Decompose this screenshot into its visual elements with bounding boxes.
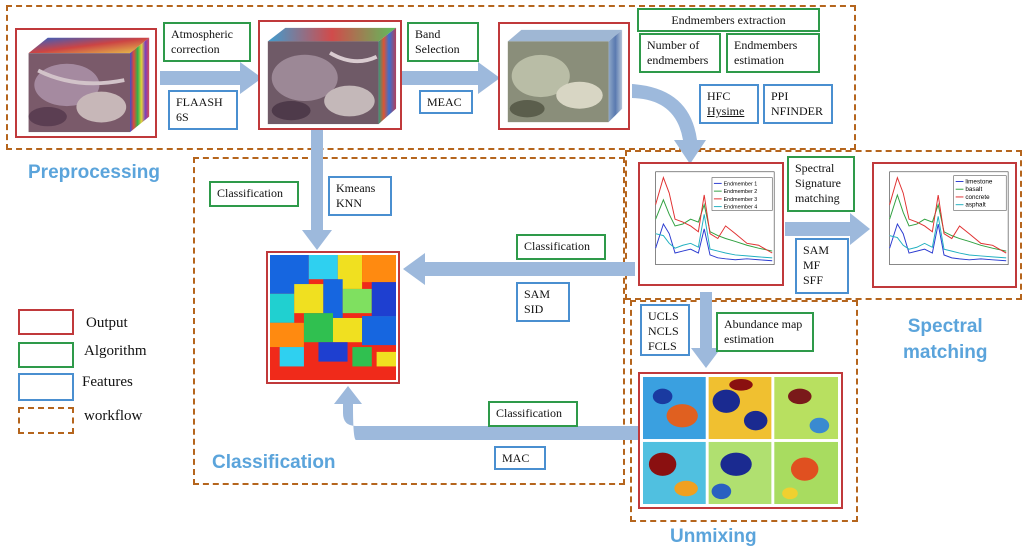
hysime-label: Hysime [707, 104, 745, 118]
chart1-legend-3: Endmember 3 [724, 197, 758, 203]
ppi-label: PPI [771, 89, 789, 103]
hyperspectral-cube-reduced [498, 22, 630, 130]
atmospheric-methods-box: FLAASH 6S [168, 90, 238, 130]
ncls-label: NCLS [648, 324, 679, 338]
atmospheric-correction-label-2: correction [171, 42, 220, 56]
abundance-map-box: Abundance map estimation [716, 312, 814, 352]
meac-label: MEAC [427, 95, 462, 109]
band-selection-box: Band Selection [407, 22, 479, 62]
chart2-legend-2: basalt [965, 186, 982, 193]
arrow-abundance-to-classmap [334, 386, 640, 440]
number-of-endmembers-label-2: endmembers [647, 53, 709, 67]
kmeans-knn-box: Kmeans KNN [328, 176, 392, 216]
spectral-matching-label-2: matching [903, 342, 988, 363]
spectral-signature-label-1: Spectral [795, 161, 835, 175]
band-selection-label-2: Selection [415, 42, 460, 56]
preprocessing-region [6, 5, 856, 150]
unmixing-region [630, 300, 858, 522]
arrow-spectral-to-abundance [691, 292, 721, 368]
atmospheric-correction-box: Atmospheric correction [163, 22, 251, 62]
arrow-spectral-to-classmap [403, 253, 635, 285]
mf-label: MF [803, 258, 821, 272]
spectral-library-chart: limestone basalt concrete asphalt [872, 162, 1017, 288]
endmembers-extraction-label: Endmembers extraction [671, 13, 786, 27]
mac-label: MAC [502, 451, 530, 465]
kmeans-label: Kmeans [336, 181, 376, 195]
arrow-preprocess-1 [160, 62, 262, 94]
flaash-label: FLAASH [176, 95, 223, 109]
hfc-hysime-box: HFC Hysime [699, 84, 759, 124]
classification-left-label: Classification [217, 186, 283, 200]
legend-output-swatch [18, 309, 74, 335]
endmembers-estimation-box: Endmembers estimation [726, 33, 820, 73]
sff-label: SFF [803, 273, 824, 287]
legend-output-label: Output [86, 315, 128, 331]
endmembers-extraction-box: Endmembers extraction [637, 8, 820, 32]
abundance-label-2: estimation [724, 332, 774, 346]
meac-box: MEAC [419, 90, 473, 114]
chart1-legend-2: Endmember 2 [724, 189, 758, 195]
legend-workflow-swatch [18, 407, 74, 434]
classification-stage-label: Classification [212, 452, 336, 473]
classification-map [266, 251, 400, 384]
endmembers-estimation-label-1: Endmembers [734, 38, 798, 52]
spectral-signature-box: Spectral Signature matching [787, 156, 855, 212]
number-of-endmembers-label-1: Number of [647, 38, 700, 52]
sid-label: SID [524, 302, 544, 316]
nfinder-label: NFINDER [771, 104, 824, 118]
spectral-matching-stage-label: Spectral matching [903, 314, 987, 366]
classification-region [193, 157, 625, 485]
endmember-spectra-chart: Endmember 1 Endmember 2 Endmember 3 Endm… [638, 162, 784, 286]
arrow-to-classmap [302, 130, 332, 250]
legend-algorithm-swatch [18, 342, 74, 368]
chart2-legend-1: limestone [965, 178, 993, 185]
classification-bottom-label: Classification [496, 406, 562, 420]
legend-features-label: Features [82, 374, 133, 390]
unmixing-stage-label: Unmixing [670, 526, 757, 547]
spectral-matching-region [625, 150, 1022, 300]
sam-mf-sff-box: SAM MF SFF [795, 238, 849, 294]
sam-sid-box: SAM SID [516, 282, 570, 322]
mac-box: MAC [494, 446, 546, 470]
atmospheric-correction-label-1: Atmospheric [171, 27, 233, 41]
abundance-maps [638, 372, 843, 509]
hyperspectral-cube-raw [15, 28, 157, 138]
chart2-legend-3: concrete [965, 194, 990, 201]
legend-algorithm-label: Algorithm [84, 343, 147, 359]
arrow-cube3-to-spectral [632, 84, 706, 164]
legend-features-swatch [18, 373, 74, 401]
ucls-label: UCLS [648, 309, 679, 323]
fcls-label: FCLS [648, 339, 677, 353]
classification-algorithm-left: Classification [209, 181, 299, 207]
sam-spec-label: SAM [803, 243, 830, 257]
six-s-label: 6S [176, 110, 189, 124]
chart1-legend-1: Endmember 1 [724, 181, 758, 187]
band-selection-label-1: Band [415, 27, 441, 41]
chart2-legend-4: asphalt [965, 202, 986, 209]
arrow-preprocess-2 [402, 62, 500, 94]
ppi-nfinder-box: PPI NFINDER [763, 84, 833, 124]
spectral-signature-label-3: matching [795, 191, 840, 205]
spectral-signature-label-2: Signature [795, 176, 841, 190]
abundance-label-1: Abundance map [724, 317, 803, 331]
classification-algorithm-bottom: Classification [488, 401, 578, 427]
hyperspectral-cube-corrected [258, 20, 402, 130]
chart1-legend-4: Endmember 4 [724, 205, 758, 211]
number-of-endmembers-box: Number of endmembers [639, 33, 721, 73]
arrow-spectral-to-library [785, 213, 870, 245]
knn-label: KNN [336, 196, 362, 210]
sam-class-label: SAM [524, 287, 551, 301]
preprocessing-stage-label: Preprocessing [28, 162, 160, 183]
endmembers-estimation-label-2: estimation [734, 53, 784, 67]
legend-workflow-label: workflow [84, 408, 143, 424]
ucls-ncls-fcls-box: UCLS NCLS FCLS [640, 304, 690, 356]
classification-mid-label: Classification [524, 239, 590, 253]
spectral-matching-label-1: Spectral [907, 316, 983, 337]
hfc-label: HFC [707, 89, 731, 103]
classification-algorithm-mid: Classification [516, 234, 606, 260]
